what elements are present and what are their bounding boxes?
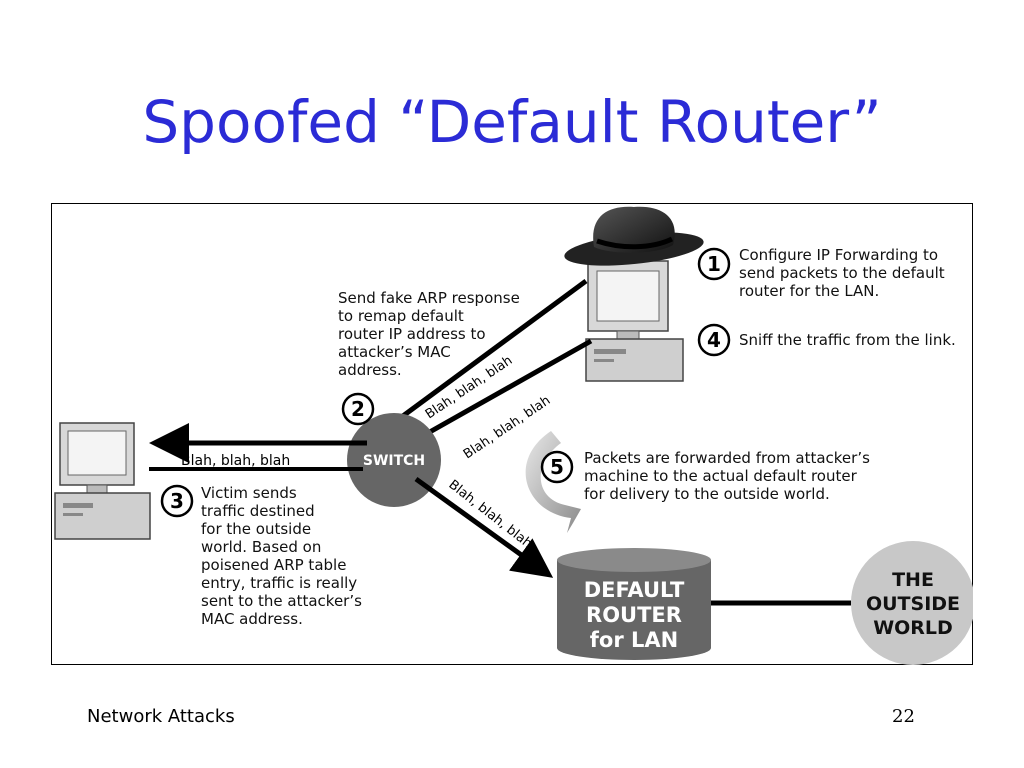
step-4-text: Sniff the traffic from the link. xyxy=(739,331,956,349)
step-2-badge xyxy=(341,392,375,426)
attacker-drive xyxy=(594,359,614,362)
attacker-drive xyxy=(594,349,626,354)
step-3-number: 3 xyxy=(170,489,184,513)
step-3-badge xyxy=(160,484,194,518)
forwarding-swoosh-arrow xyxy=(525,431,581,533)
outside-world: THE OUTSIDE WORLD xyxy=(851,541,973,665)
step-4-number: 4 xyxy=(707,328,721,352)
step-5-text: Packets are forwarded from attacker’s ma… xyxy=(584,449,875,503)
world-label-line-1: THE xyxy=(892,569,934,591)
hat-band xyxy=(596,236,674,250)
victim-computer xyxy=(54,422,151,540)
step-4-badge xyxy=(697,323,731,357)
outside-world-circle xyxy=(851,541,973,665)
slide-title: Spoofed “Default Router” xyxy=(142,88,882,156)
switch xyxy=(347,413,441,507)
page-number: 22 xyxy=(892,706,915,727)
step-2-text: Send fake ARP response to remap default … xyxy=(338,289,525,379)
step-5: 5 Packets are forwarded from attacker’s … xyxy=(540,449,875,503)
network-diagram: SWITCH Blah, blah, blah Blah, blah, blah… xyxy=(51,203,973,665)
world-label-line-2: OUTSIDE xyxy=(866,593,960,615)
blah-label-victim: Blah, blah, blah xyxy=(181,453,290,469)
step-3: 3 Victim sends traffic destined for the … xyxy=(160,484,367,628)
step-1: 1 Configure IP Forwarding to send packet… xyxy=(697,246,949,300)
step-5-number: 5 xyxy=(550,455,564,479)
hat-crown xyxy=(593,206,675,253)
attacker-computer xyxy=(585,260,684,382)
step-3-text: Victim sends traffic destined for the ou… xyxy=(201,484,367,628)
victim-stand xyxy=(86,484,108,494)
diagram-frame xyxy=(51,203,973,665)
router-cylinder-body xyxy=(557,560,711,660)
attacker-stand xyxy=(616,330,640,340)
footer-label: Network Attacks xyxy=(87,706,235,727)
step-2-number: 2 xyxy=(351,397,365,421)
switch-label: SWITCH xyxy=(363,453,425,469)
step-4: 4 Sniff the traffic from the link. xyxy=(697,323,956,357)
step-1-badge xyxy=(697,247,731,281)
default-router: DEFAULT ROUTER for LAN xyxy=(557,548,711,660)
router-label-line-1: DEFAULT xyxy=(584,578,685,602)
black-hat-icon xyxy=(564,206,704,266)
router-label-line-3: for LAN xyxy=(590,628,678,652)
step-1-text: Configure IP Forwarding to send packets … xyxy=(739,246,949,300)
step-5-badge xyxy=(540,450,574,484)
arrow-switch-to-router xyxy=(414,476,554,578)
victim-drive xyxy=(63,503,93,508)
step-1-number: 1 xyxy=(707,252,721,276)
attacker-screen xyxy=(596,270,660,322)
router-label-line-2: ROUTER xyxy=(586,603,682,627)
victim-screen xyxy=(67,430,127,476)
link-switch-attacker-upper xyxy=(367,278,588,444)
victim-drive xyxy=(63,513,83,516)
step-2: 2 Send fake ARP response to remap defaul… xyxy=(338,289,525,426)
world-label-line-3: WORLD xyxy=(873,617,953,639)
router-cylinder-top xyxy=(557,548,711,572)
